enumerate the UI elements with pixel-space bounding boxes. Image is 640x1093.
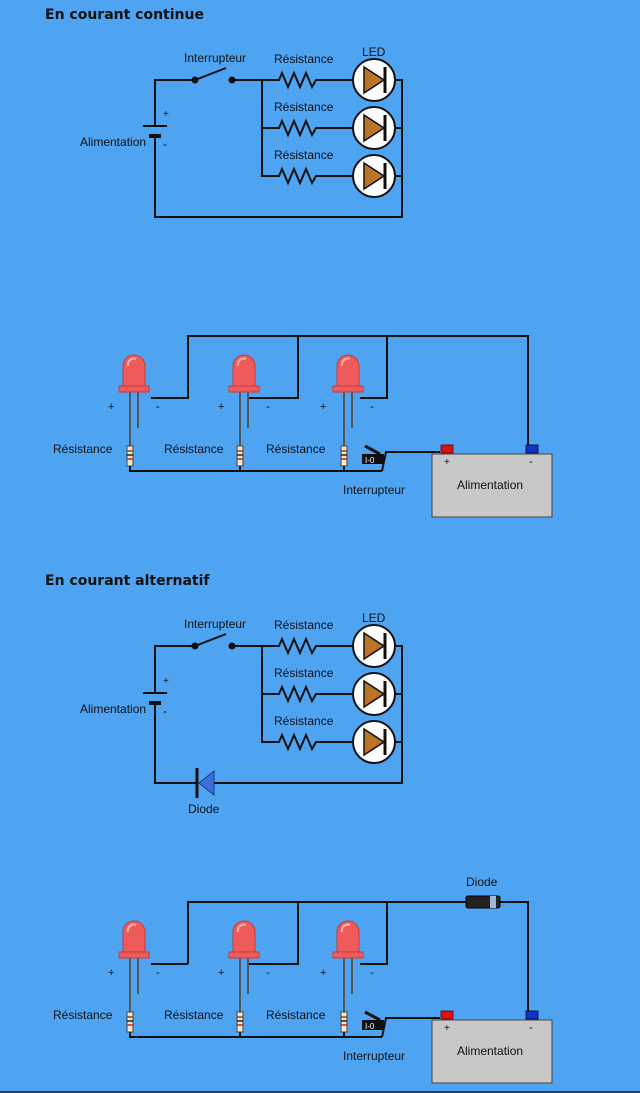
terminal-plus-sign: + <box>444 1023 450 1034</box>
led-icon <box>351 153 397 199</box>
plus-sign: + <box>218 401 224 413</box>
resistor-label: Résistance <box>266 1008 326 1022</box>
toggle-lever-icon <box>364 1010 381 1022</box>
terminal-minus-icon <box>525 1010 539 1020</box>
resistor-icon <box>271 734 327 750</box>
supply-label: Alimentation <box>80 702 146 716</box>
switch-contact-icon <box>228 642 236 650</box>
plus-sign: + <box>108 401 114 413</box>
minus-sign: - <box>163 137 167 151</box>
diode-icon <box>198 769 215 797</box>
resistor-icon <box>271 168 327 184</box>
resistor-component-icon <box>340 1011 348 1033</box>
power-supply-box <box>431 453 553 518</box>
switch-lever-icon <box>194 633 227 647</box>
plus-sign: + <box>320 967 326 979</box>
led-icon <box>351 57 397 103</box>
switch-label: Interrupteur <box>184 51 246 65</box>
resistor-label: Résistance <box>274 618 334 632</box>
breadboard-ac: I-0 + - Alimentation + - + - + - Résista… <box>53 875 553 1084</box>
switch-label: Interrupteur <box>343 1049 405 1063</box>
schematic-dc: Interrupteur Résistance Résistance Résis… <box>80 45 403 218</box>
switch-marking: I-0 <box>365 456 375 465</box>
supply-label: Alimentation <box>457 478 523 492</box>
terminal-minus-sign: - <box>529 1022 533 1034</box>
minus-sign: - <box>163 704 167 718</box>
supply-label: Alimentation <box>457 1044 523 1058</box>
switch-contact-icon <box>228 76 236 84</box>
toggle-switch-icon <box>362 454 384 464</box>
resistor-component-icon <box>126 445 134 467</box>
minus-sign: - <box>266 401 270 413</box>
plus-sign: + <box>108 967 114 979</box>
minus-sign: - <box>156 967 160 979</box>
terminal-plus-icon <box>440 1010 454 1020</box>
resistor-icon <box>271 638 327 654</box>
led-label: LED <box>362 611 386 625</box>
resistor-label: Résistance <box>274 148 334 162</box>
bottom-edge <box>0 1091 640 1093</box>
minus-sign: - <box>156 401 160 413</box>
resistor-label: Résistance <box>274 52 334 66</box>
led-icon <box>351 719 397 765</box>
resistor-icon <box>271 686 327 702</box>
plus-sign: + <box>163 109 169 120</box>
led-icon <box>351 105 397 151</box>
resistor-icon <box>271 72 327 88</box>
terminal-minus-icon <box>525 444 539 454</box>
supply-label: Alimentation <box>80 135 146 149</box>
minus-sign: - <box>370 401 374 413</box>
terminal-minus-sign: - <box>529 456 533 468</box>
led-red-icon <box>228 354 260 457</box>
switch-lever-icon <box>194 67 227 81</box>
minus-sign: - <box>266 967 270 979</box>
resistor-label: Résistance <box>274 100 334 114</box>
resistor-component-icon <box>340 445 348 467</box>
resistor-label: Résistance <box>53 442 113 456</box>
terminal-plus-icon <box>440 444 454 454</box>
resistor-label: Résistance <box>266 442 326 456</box>
resistor-icon <box>271 120 327 136</box>
resistor-label: Résistance <box>164 1008 224 1022</box>
power-supply-box <box>431 1019 553 1084</box>
schematic-ac: Interrupteur Résistance Résistance Résis… <box>80 611 403 816</box>
breadboard-dc: I-0 + - Alimentation + - + - + - Résista… <box>53 335 553 518</box>
switch-marking: I-0 <box>365 1022 375 1031</box>
switch-label: Interrupteur <box>184 617 246 631</box>
plus-sign: + <box>218 967 224 979</box>
resistor-label: Résistance <box>164 442 224 456</box>
diode-label: Diode <box>466 875 498 889</box>
section-title-ac: En courant alternatif <box>45 573 210 589</box>
terminal-plus-sign: + <box>444 457 450 468</box>
switch-label: Interrupteur <box>343 483 405 497</box>
plus-sign: + <box>163 676 169 687</box>
led-icon <box>351 671 397 717</box>
led-red-icon <box>332 920 364 1023</box>
diode-label: Diode <box>188 802 220 816</box>
plus-sign: + <box>320 401 326 413</box>
led-red-icon <box>228 920 260 1023</box>
resistor-component-icon <box>126 1011 134 1033</box>
minus-sign: - <box>370 967 374 979</box>
resistor-label: Résistance <box>274 714 334 728</box>
led-red-icon <box>118 920 150 1023</box>
resistor-label: Résistance <box>274 666 334 680</box>
toggle-lever-icon <box>364 444 381 456</box>
led-icon <box>351 623 397 669</box>
resistor-label: Résistance <box>53 1008 113 1022</box>
section-title-dc: En courant continue <box>45 7 204 23</box>
led-red-icon <box>332 354 364 457</box>
resistor-component-icon <box>236 445 244 467</box>
led-label: LED <box>362 45 386 59</box>
toggle-switch-icon <box>362 1020 384 1030</box>
led-red-icon <box>118 354 150 457</box>
diode-band-icon <box>490 896 496 908</box>
resistor-component-icon <box>236 1011 244 1033</box>
